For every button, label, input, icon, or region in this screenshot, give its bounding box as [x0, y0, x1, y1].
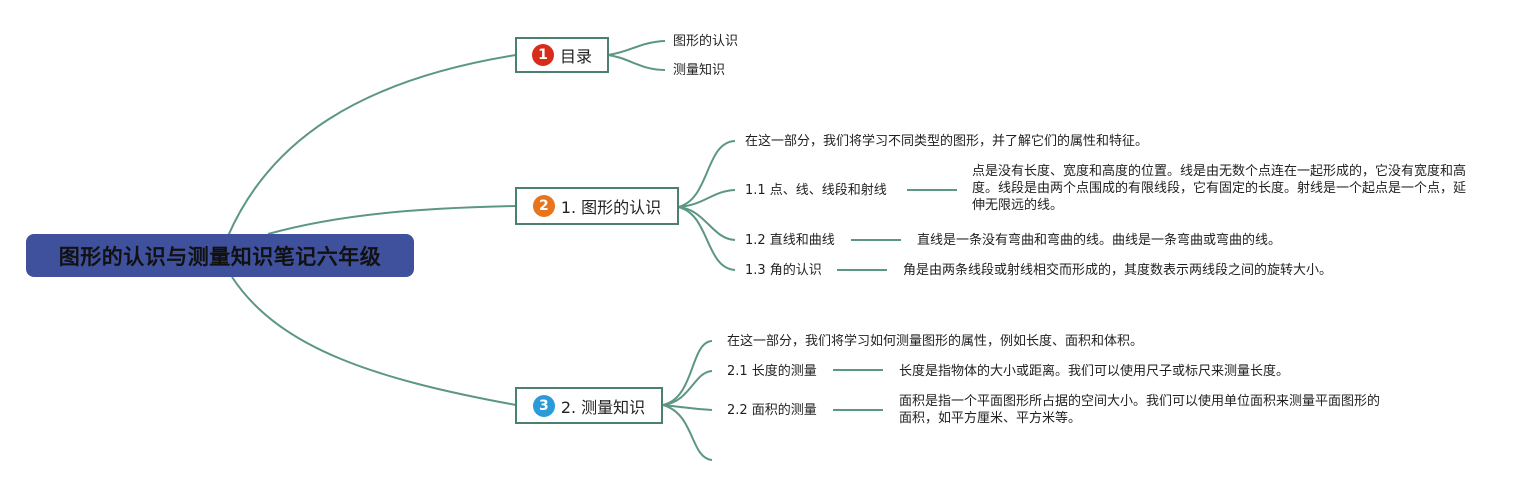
topic-shapes[interactable]: 2 1. 图形的认识: [515, 187, 679, 225]
topic-measurement[interactable]: 3 2. 测量知识: [515, 387, 663, 424]
topic-label: 目录: [559, 47, 592, 66]
number-badge-1: 1: [531, 44, 554, 66]
subtopic-1-3-detail[interactable]: 角是由两条线段或射线相交而形成的，其度数表示两线段之间的旋转大小。: [903, 263, 1333, 278]
topic-contents[interactable]: 1 目录: [515, 37, 609, 73]
contents-item-shapes[interactable]: 图形的认识: [673, 34, 739, 49]
edge-t2-item1: [677, 189, 736, 208]
edge-t1-item1: [607, 40, 666, 56]
subtopic-1-2-label[interactable]: 1.2 直线和曲线: [745, 233, 835, 248]
edge-t2-item3: [677, 206, 736, 271]
subtopic-2-1-label[interactable]: 2.1 长度的测量: [727, 364, 817, 379]
edge-root-topic2: [267, 205, 517, 235]
edge-t2-intro: [677, 140, 736, 208]
number-badge-2: 2: [532, 195, 555, 217]
shapes-intro[interactable]: 在这一部分，我们将学习不同类型的图形，并了解它们的属性和特征。: [745, 134, 1149, 149]
topic-label: 2. 测量知识: [560, 397, 646, 417]
measurement-intro[interactable]: 在这一部分，我们将学习如何测量图形的属性，例如长度、面积和体积。: [727, 334, 1144, 349]
subtopic-1-3-label[interactable]: 1.3 角的认识: [745, 263, 822, 278]
topic-label: 1. 图形的认识: [560, 198, 662, 217]
number-badge-3: 3: [532, 394, 555, 417]
subtopic-1-1-detail[interactable]: 点是没有长度、宽度和高度的位置。线是由无数个点连在一起形成的，它没有宽度和高度。…: [972, 164, 1467, 213]
contents-item-measurement[interactable]: 测量知识: [673, 63, 726, 78]
subtopic-1-1-label[interactable]: 1.1 点、线、线段和射线: [745, 183, 887, 198]
subtopic-2-2-detail[interactable]: 面积是指一个平面图形所占据的空间大小。我们可以使用单位面积来测量平面图形的面积，…: [899, 394, 1381, 426]
subtopic-2-1-detail[interactable]: 长度是指物体的大小或距离。我们可以使用尺子或标尺来测量长度。: [899, 364, 1290, 379]
edge-root-topic1: [227, 54, 517, 237]
edge-t3-item2: [662, 404, 713, 411]
edge-t2-item2: [677, 206, 736, 241]
edge-t3-item1: [662, 370, 713, 406]
root-node[interactable]: 图形的认识与测量知识笔记六年级: [26, 234, 414, 277]
edge-root-topic3: [231, 276, 517, 406]
edge-t3-intro: [662, 340, 713, 406]
root-title: 图形的认识与测量知识笔记六年级: [58, 244, 382, 269]
subtopic-2-2-label[interactable]: 2.2 面积的测量: [727, 403, 817, 418]
edge-t3-empty: [662, 404, 713, 461]
subtopic-1-2-detail[interactable]: 直线是一条没有弯曲和弯曲的线。曲线是一条弯曲或弯曲的线。: [917, 233, 1282, 248]
edge-t1-item2: [607, 54, 666, 71]
